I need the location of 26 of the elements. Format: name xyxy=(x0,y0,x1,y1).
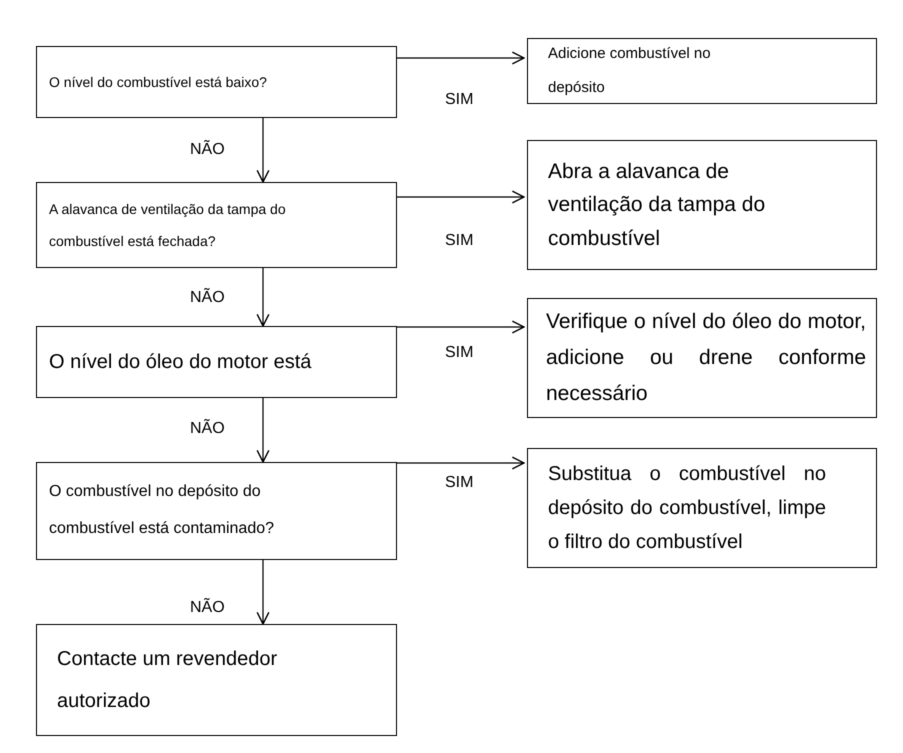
question-box xyxy=(36,182,397,268)
arrow xyxy=(397,320,525,334)
arrow xyxy=(397,456,525,470)
node-text: Abra a alavanca de ventilação da tampa do combustível xyxy=(548,158,766,252)
arrow xyxy=(256,268,270,327)
arrow xyxy=(256,398,270,463)
node-text: O combustível no depósito do combustível está contaminado? xyxy=(49,482,276,539)
action-box xyxy=(527,448,877,568)
question-box xyxy=(36,326,397,398)
node-text: Verifique o nível do óleo do motor, adicione ou drene conforme necessário xyxy=(546,309,866,407)
node-text: O nível do combustível está baixo? xyxy=(49,72,268,92)
question-box xyxy=(36,46,397,118)
arrow xyxy=(256,118,270,183)
arrow xyxy=(256,560,270,625)
action-box xyxy=(527,298,877,418)
arrow xyxy=(397,190,525,204)
action-box xyxy=(527,38,877,104)
node-text: Substitua o combustível no depósito do combustível, limpe o filtro do combustível xyxy=(548,462,826,555)
arrow xyxy=(397,51,525,65)
action-box xyxy=(36,624,397,736)
question-box xyxy=(36,462,397,560)
node-text: Contacte um revendedor autorizado xyxy=(57,647,278,714)
node-text: O nível do óleo do motor está xyxy=(49,350,312,375)
node-text: Adicione combustível no depósito xyxy=(548,44,712,98)
node-text: A alavanca de ventilação da tampa do combustível está fechada? xyxy=(49,200,287,251)
action-box xyxy=(527,140,877,270)
